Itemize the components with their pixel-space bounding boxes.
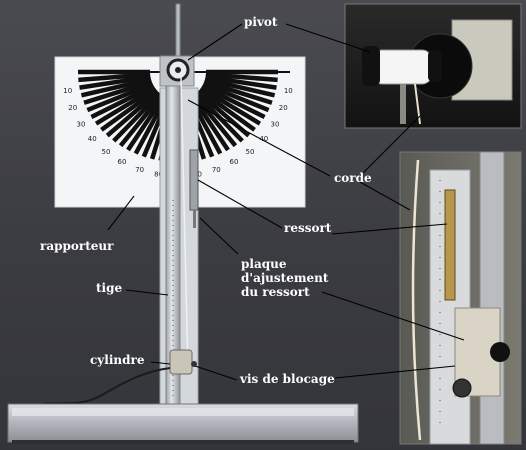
- protractor-scale-number: 40: [88, 135, 97, 143]
- protractor-scale-number: 70: [212, 166, 221, 174]
- label-ressort: ressort: [284, 221, 332, 235]
- protractor-tick: [112, 91, 162, 143]
- protractor-tick: [118, 93, 164, 148]
- inset-pivot-photo: [344, 3, 522, 129]
- protractor-scale-number: 40: [259, 135, 268, 143]
- protractor-tick: [78, 72, 151, 83]
- protractor-tick: [192, 93, 238, 148]
- label-plaque-line2: d'ajustement: [241, 271, 329, 285]
- protractor-tick: [83, 79, 153, 105]
- cord: [180, 75, 189, 371]
- protractor-scale-number: 60: [230, 158, 239, 166]
- protractor-tick: [205, 74, 277, 90]
- spring: [189, 149, 199, 211]
- label-rapporteur: rapporteur: [40, 239, 114, 253]
- protractor-scale-number: 30: [271, 121, 280, 129]
- protractor-tick: [199, 86, 262, 126]
- label-cylindre: cylindre: [90, 353, 145, 367]
- protractor-tick: [80, 77, 152, 98]
- protractor-tick: [202, 81, 270, 113]
- label-pivot: pivot: [244, 15, 278, 29]
- label-corde: corde: [334, 171, 372, 185]
- protractor-scale-number: 80: [154, 170, 163, 178]
- protractor-scale-number: 30: [77, 121, 86, 129]
- protractor-tick: [205, 72, 278, 83]
- protractor-tick: [105, 90, 160, 138]
- protractor-tick: [79, 74, 151, 90]
- protractor-tick: [203, 79, 273, 105]
- pivot-wheel: [159, 55, 195, 87]
- protractor-scale-number: 10: [284, 87, 293, 95]
- label-plaque-line1: plaque: [241, 257, 287, 271]
- protractor-tick: [198, 88, 256, 132]
- label-plaque-line3: du ressort: [241, 285, 310, 299]
- cylinder: [169, 349, 193, 375]
- label-vis-de-blocage: vis de blocage: [240, 372, 335, 386]
- base: [7, 403, 359, 444]
- locking-screw: [191, 361, 197, 367]
- leader-lines: [107, 23, 465, 381]
- label-tige: tige: [96, 281, 123, 295]
- protractor-tick: [94, 86, 157, 126]
- protractor-tick: [100, 88, 158, 132]
- protractor-scale-number: 60: [118, 158, 127, 166]
- protractor-scale-number: 20: [279, 104, 288, 112]
- protractor-scale-number: 10: [63, 87, 72, 95]
- protractor-scale-number: 50: [102, 148, 111, 156]
- protractor-tick: [86, 81, 154, 113]
- protractor-tick: [204, 77, 276, 98]
- inset-spring-photo: [399, 151, 522, 445]
- spring-hook: [193, 210, 196, 228]
- protractor-scale-number: 50: [246, 148, 255, 156]
- protractor-tick: [90, 83, 155, 120]
- protractor-tick: [126, 94, 166, 152]
- protractor-tick: [201, 83, 266, 120]
- protractor-scale-number: 70: [135, 166, 144, 174]
- cable: [41, 367, 171, 405]
- protractor-scale-number: 20: [68, 104, 77, 112]
